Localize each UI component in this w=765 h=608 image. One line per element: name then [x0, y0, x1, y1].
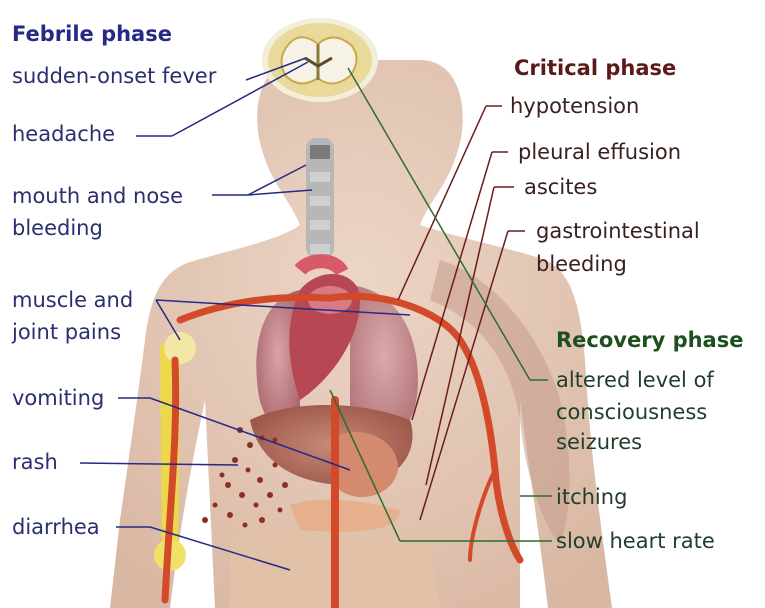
- label-slow-heart-rate: slow heart rate: [556, 525, 715, 558]
- critical-phase-heading: Critical phase: [514, 56, 676, 80]
- label-seizures: seizures: [556, 426, 642, 459]
- label-muscle-and: muscle and: [12, 284, 133, 317]
- febrile-phase-heading: Febrile phase: [12, 22, 172, 46]
- label-bleeding-critical: bleeding: [536, 248, 627, 281]
- label-joint-pains: joint pains: [12, 316, 121, 349]
- label-consciousness: consciousness: [556, 396, 707, 429]
- recovery-phase-heading: Recovery phase: [556, 328, 743, 352]
- shoulder-joint: [164, 332, 196, 364]
- trachea: [306, 138, 334, 258]
- label-vomiting: vomiting: [12, 382, 104, 415]
- label-headache: headache: [12, 118, 115, 151]
- label-gastrointestinal: gastrointestinal: [536, 215, 700, 248]
- label-sudden-onset-fever: sudden-onset fever: [12, 60, 216, 93]
- label-hypotension: hypotension: [510, 90, 639, 123]
- label-mouth-and-nose: mouth and nose: [12, 180, 183, 213]
- label-ascites: ascites: [524, 171, 597, 204]
- label-altered-level-of: altered level of: [556, 364, 714, 397]
- label-pleural-effusion: pleural effusion: [518, 136, 681, 169]
- label-rash: rash: [12, 446, 58, 479]
- label-diarrhea: diarrhea: [12, 511, 100, 544]
- label-bleeding-febrile: bleeding: [12, 212, 103, 245]
- label-itching: itching: [556, 481, 627, 514]
